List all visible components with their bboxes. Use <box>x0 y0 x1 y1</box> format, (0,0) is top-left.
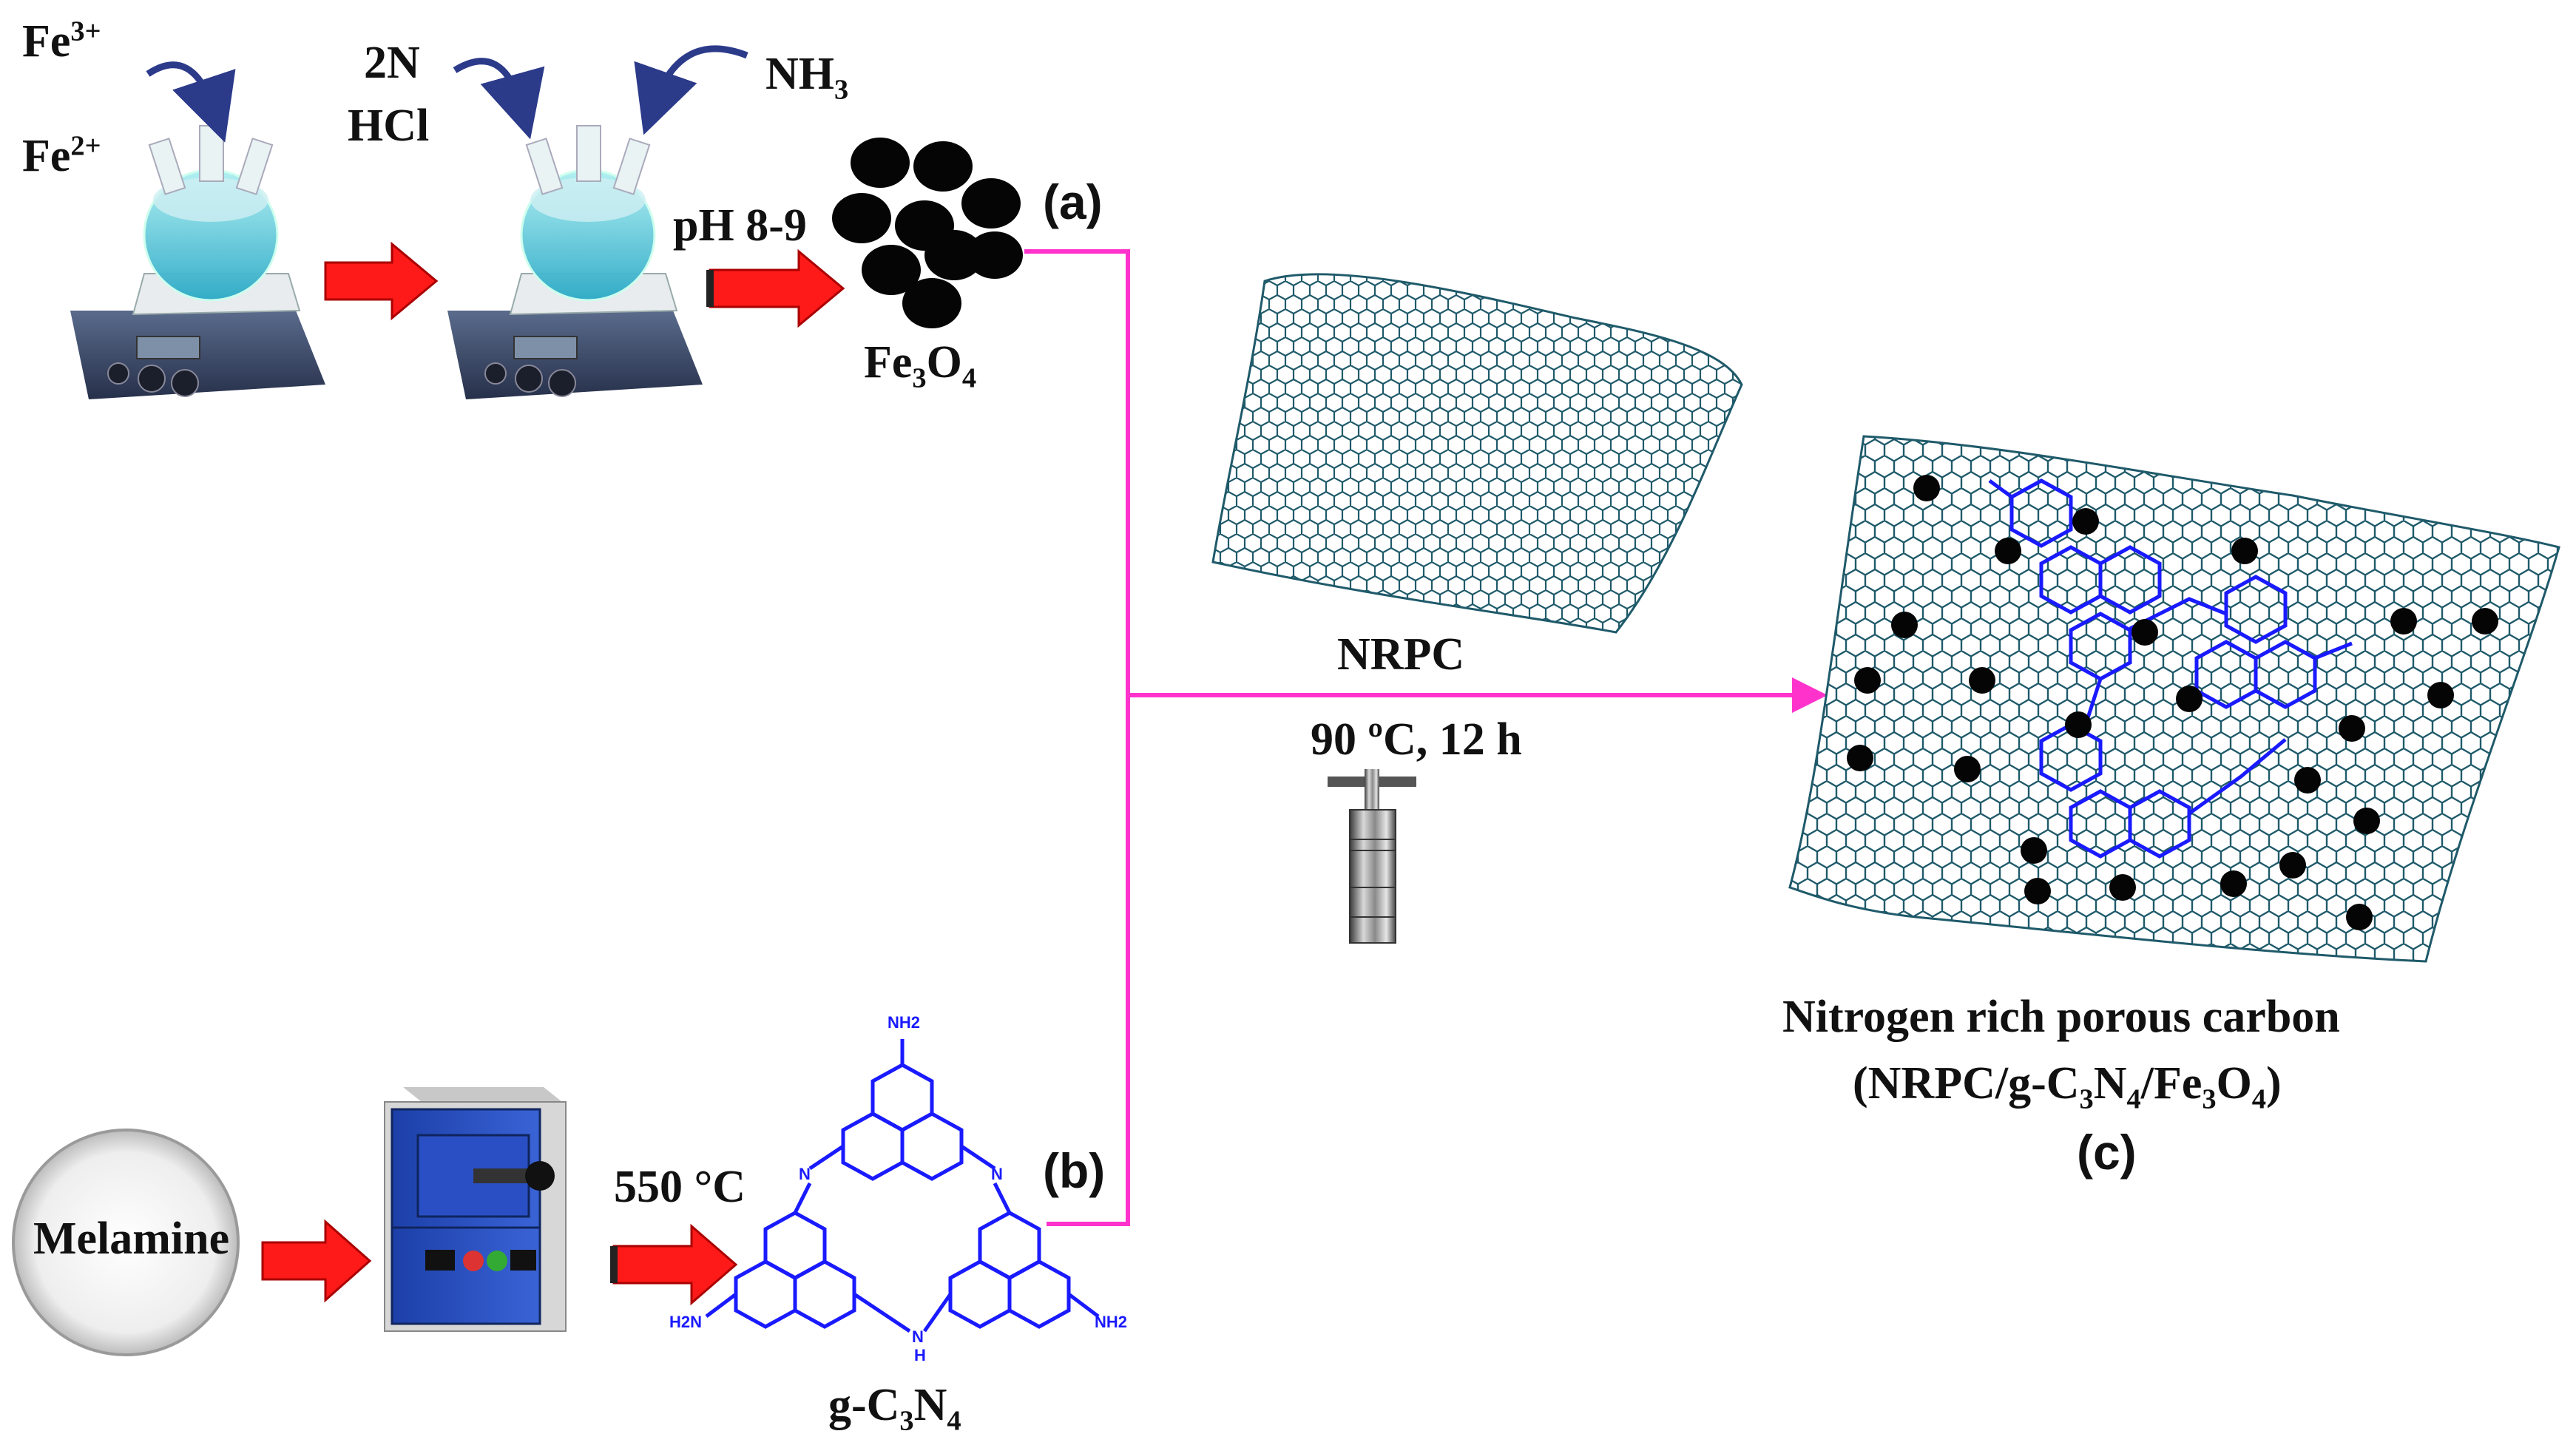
molecule-bridge-bottom: N <box>912 1327 924 1346</box>
hydrothermal-condition-label: 90 ºC, 12 h <box>1311 714 1522 765</box>
nh3-label: NH3 <box>765 49 849 106</box>
composite-nanoparticles <box>1847 475 2498 930</box>
muffle-furnace-icon <box>384 1087 567 1332</box>
gc3n4-molecule <box>705 1039 1100 1333</box>
hot-plate-stirrer-2 <box>447 125 703 399</box>
process-arrow-4-icon <box>610 1223 738 1306</box>
final-product-line2: (NRPC/g-C3N4/Fe3O4) <box>1853 1058 2282 1115</box>
molecule-bridge-right: N <box>991 1165 1003 1183</box>
fe3o4-nanoparticles <box>832 138 1023 328</box>
nrpc-label: NRPC <box>1337 629 1465 680</box>
ph-condition-label: pH 8-9 <box>673 200 807 251</box>
hot-plate-stirrer-1 <box>70 125 325 399</box>
autoclave-icon <box>1328 769 1416 944</box>
fe3o4-label: Fe3O4 <box>864 337 977 394</box>
curl-arrow-nh3-icon <box>634 45 748 135</box>
process-arrow-1-icon <box>324 241 439 321</box>
fe3-label: Fe3+ <box>22 16 101 67</box>
molecule-bridge-left: N <box>799 1165 811 1183</box>
panel-label-b: (b) <box>1043 1143 1106 1198</box>
final-product-line1: Nitrogen rich porous carbon <box>1782 992 2340 1042</box>
panel-label-c: (c) <box>2077 1125 2137 1180</box>
curl-arrow-fe-icon <box>146 61 236 143</box>
gc3n4-label: g-C3N4 <box>828 1380 961 1437</box>
molecule-amine-right: NH2 <box>1095 1313 1128 1331</box>
melamine-label: Melamine <box>33 1214 230 1264</box>
panel-label-a: (a) <box>1043 175 1103 229</box>
acid-line2-label: HCl <box>348 101 430 151</box>
composite-gc3n4-motif <box>1988 478 2353 859</box>
molecule-h2n-left: H2N <box>669 1313 703 1331</box>
process-arrow-2-icon <box>706 248 845 328</box>
molecule-amine-top: NH2 <box>888 1013 921 1032</box>
acid-line1-label: 2N <box>364 38 420 88</box>
process-arrow-3-icon <box>261 1219 372 1303</box>
molecule-bridge-h: H <box>914 1346 926 1364</box>
curl-arrow-hcl-icon <box>453 58 545 140</box>
fe2-label: Fe2+ <box>22 130 101 181</box>
connector-lines <box>1024 249 1828 1226</box>
nrpc-graphene-sheet <box>1211 273 1743 634</box>
calcination-condition-label: 550 °C <box>614 1162 746 1212</box>
melamine-powder-dish <box>12 1129 240 1356</box>
